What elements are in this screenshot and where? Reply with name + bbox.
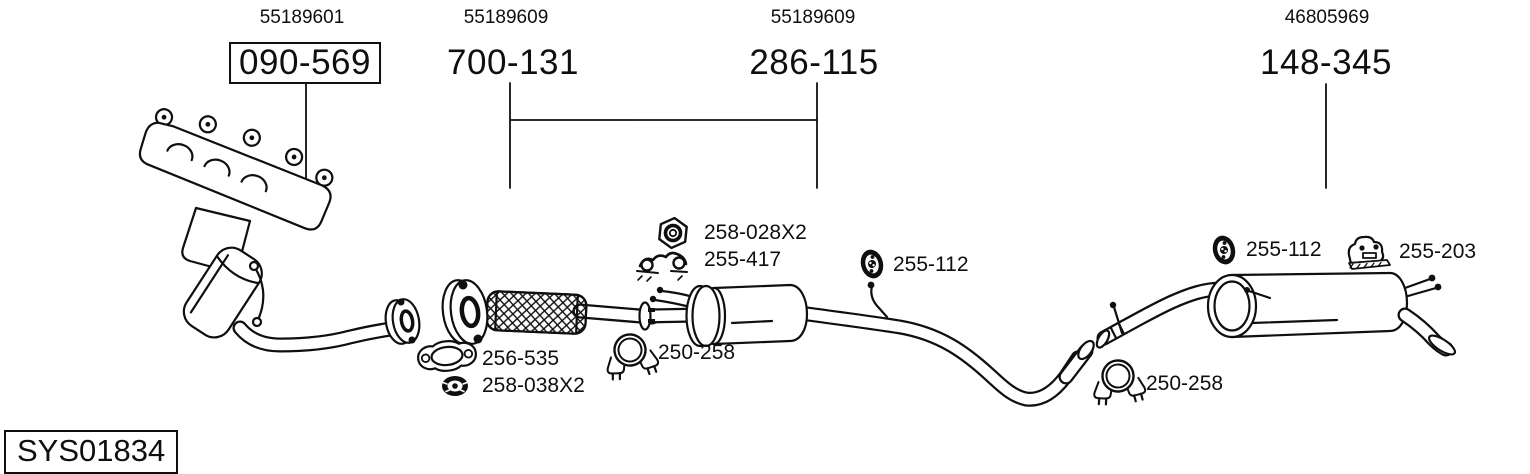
leader-lines	[305, 82, 1327, 191]
part-number-hex-nut: 258-028X2	[704, 221, 807, 244]
rubber-hanger-icon	[856, 246, 888, 282]
pipe-clamp-icon	[600, 329, 662, 383]
hanger-bracket-icon	[636, 251, 688, 282]
part-number-rear-muffler: 148-345	[1260, 43, 1392, 82]
oem-number-rear-muffler: 46805969	[1284, 7, 1370, 28]
part-number-center-clamp: 250-258	[658, 341, 736, 364]
part-number-hanger-bracket: 255-417	[704, 248, 782, 271]
part-number-rear-clamp: 250-258	[1146, 372, 1224, 395]
flange-nut-icon	[442, 376, 468, 396]
hex-nut-icon	[658, 216, 688, 250]
oem-number-center-muffler: 55189609	[770, 7, 856, 28]
part-number-rear-hanger: 255-112	[1246, 238, 1322, 261]
part-number-flange-nut: 258-038X2	[482, 374, 585, 397]
rubber-hanger-icon	[1208, 232, 1240, 268]
part-number-gasket: 256-535	[482, 347, 560, 370]
flex-pipe-drawing	[441, 279, 660, 345]
oem-number-manifold: 55189601	[259, 7, 345, 28]
part-number-manifold: 090-569	[229, 42, 381, 84]
part-number-rubber-mount: 255-203	[1399, 240, 1477, 263]
system-code: SYS01834	[4, 430, 179, 474]
center-muffler-drawing	[638, 281, 1095, 407]
rear-muffler-drawing	[1095, 271, 1457, 357]
gasket-icon	[417, 340, 477, 372]
rubber-mount-icon	[1347, 235, 1391, 270]
part-number-flex-pipe: 700-131	[447, 43, 579, 82]
oem-number-flex-pipe: 55189609	[463, 7, 549, 28]
pipe-clamp-icon	[1089, 356, 1148, 407]
part-number-center-hanger: 255-112	[893, 253, 969, 276]
part-number-center-muffler: 286-115	[749, 43, 879, 82]
manifold-catalyst-drawing	[138, 108, 421, 353]
